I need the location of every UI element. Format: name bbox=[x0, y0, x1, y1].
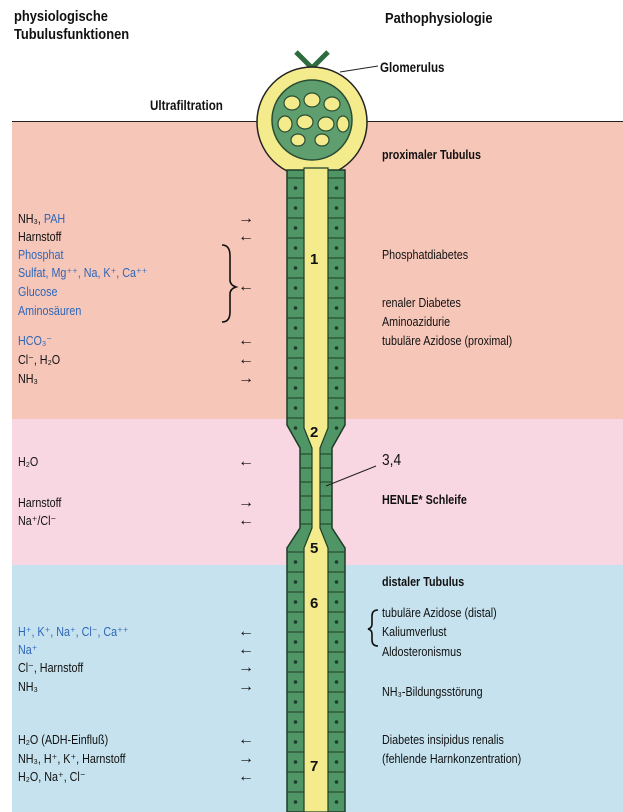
left-item: Na⁺/Cl⁻ bbox=[18, 514, 56, 529]
section-henle: HENLE* Schleife bbox=[382, 493, 467, 508]
arrow: → bbox=[238, 212, 254, 226]
right-item: tubuläre Azidose (proximal) bbox=[382, 334, 512, 349]
left-item: Aminosäuren bbox=[18, 304, 81, 319]
left-item: H₂O, Na⁺, Cl⁻ bbox=[18, 770, 85, 785]
arrow: ← bbox=[238, 514, 254, 528]
left-header-line2: Tubulusfunktionen bbox=[14, 26, 129, 44]
bracket bbox=[222, 245, 236, 322]
left-item: NH₃ bbox=[18, 680, 38, 695]
left-item: Sulfat, Mg⁺⁺, Na, K⁺, Ca⁺⁺ bbox=[18, 266, 147, 281]
glomerulus-label: Glomerulus bbox=[380, 60, 445, 75]
arrow: ← bbox=[238, 625, 254, 639]
arrow: ← bbox=[238, 230, 254, 244]
section-proximal: proximaler Tubulus bbox=[382, 148, 481, 163]
arrow: ← bbox=[238, 455, 254, 469]
left-item: NH₃ bbox=[18, 372, 38, 387]
segment-number: 5 bbox=[310, 541, 318, 557]
arrow: → bbox=[238, 661, 254, 675]
arrow: → bbox=[238, 496, 254, 510]
arrow: ← bbox=[238, 770, 254, 784]
left-item: H₂O (ADH-Einfluß) bbox=[18, 733, 108, 748]
right-item: NH₃-Bildungsstörung bbox=[382, 685, 483, 700]
right-item: Diabetes insipidus renalis bbox=[382, 733, 504, 748]
right-item: tubuläre Azidose (distal) bbox=[382, 606, 497, 621]
left-item: Glucose bbox=[18, 285, 57, 300]
left-item: H₂O bbox=[18, 455, 38, 470]
segment-number: 7 bbox=[310, 759, 318, 775]
arrow: ← bbox=[238, 334, 254, 348]
section-distal: distaler Tubulus bbox=[382, 575, 464, 590]
bracket-arrow: ← bbox=[238, 280, 254, 294]
right-item: Aldosteronismus bbox=[382, 645, 461, 660]
arrow: → bbox=[238, 372, 254, 386]
left-item: Cl⁻, Harnstoff bbox=[18, 661, 83, 676]
left-item: Harnstoff bbox=[18, 230, 61, 245]
section-henle-number: 3,4 bbox=[382, 453, 401, 468]
segment-number: 1 bbox=[310, 252, 318, 268]
left-item: H⁺, K⁺, Na⁺, Cl⁻, Ca⁺⁺ bbox=[18, 625, 129, 640]
segment-number: 2 bbox=[310, 425, 318, 441]
left-item: Harnstoff bbox=[18, 496, 61, 511]
arrow: ← bbox=[238, 353, 254, 367]
arrow: ← bbox=[238, 643, 254, 657]
left-item: HCO₃⁻ bbox=[18, 334, 52, 349]
left-header-line1: physiologische bbox=[14, 8, 108, 26]
right-item: Phosphatdiabetes bbox=[382, 248, 468, 263]
right-header: Pathophysiologie bbox=[385, 10, 493, 28]
right-item: renaler Diabetes bbox=[382, 296, 461, 311]
arrow: ← bbox=[238, 733, 254, 747]
right-item: Kaliumverlust bbox=[382, 625, 447, 640]
arrow: → bbox=[238, 752, 254, 766]
left-item: Phosphat bbox=[18, 248, 63, 263]
segment-number: 6 bbox=[310, 596, 318, 612]
left-item: Cl⁻, H₂O bbox=[18, 353, 60, 368]
left-item: NH₃, PAH bbox=[18, 212, 65, 227]
ultrafiltration-label: Ultrafiltration bbox=[150, 98, 223, 113]
arrow: → bbox=[238, 680, 254, 694]
left-item: Na⁺ bbox=[18, 643, 37, 658]
right-item: (fehlende Harnkonzentration) bbox=[382, 752, 521, 767]
right-item: Aminoazidurie bbox=[382, 315, 450, 330]
left-item: NH₃, H⁺, K⁺, Harnstoff bbox=[18, 752, 126, 767]
